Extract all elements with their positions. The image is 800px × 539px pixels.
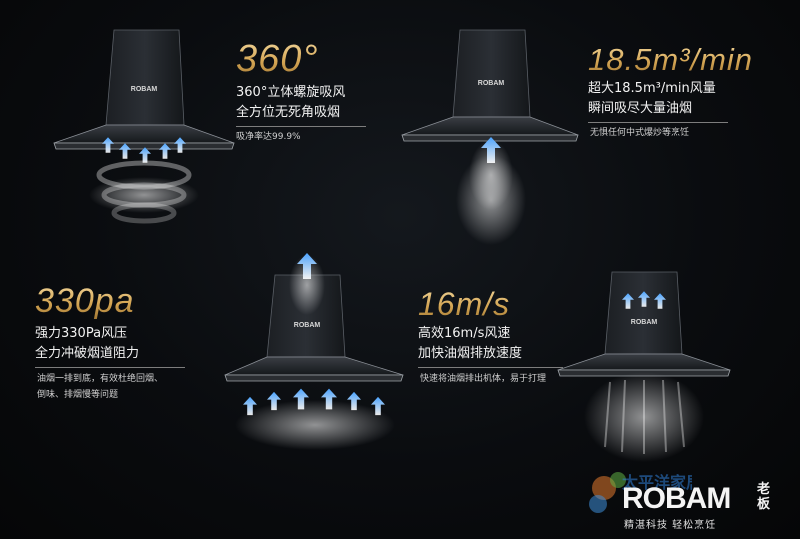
- brand-slogan: 精湛科技 轻松烹饪: [624, 520, 717, 531]
- feature-line-1-pressure: 强力330Pa风压: [35, 326, 128, 341]
- headline-airflow: 18.5m³/min: [588, 42, 754, 77]
- watermark-logo: 太平洋家居网: [589, 472, 692, 513]
- hood-logo-text: ROBAM: [631, 319, 658, 326]
- hood-logo-text: ROBAM: [131, 86, 158, 93]
- divider-airflow: [588, 122, 728, 123]
- divider-pressure: [35, 367, 185, 368]
- note-pressure-line-2: 倒味、排烟慢等问题: [37, 390, 119, 400]
- watermark-text: 太平洋家居网: [621, 473, 692, 492]
- brand-logo: ROBAM: [622, 482, 731, 515]
- feature-line-2-speed: 加快油烟排放速度: [418, 346, 523, 361]
- hood-logo-text: ROBAM: [294, 322, 321, 329]
- headline-speed: 16m/s: [418, 286, 511, 322]
- range-hood-airflow-illustration: ROBAM: [401, 29, 579, 245]
- note-airflow: 无惧任何中式爆炒等烹饪: [590, 128, 690, 138]
- range-hood-pressure-illustration: ROBAM: [224, 253, 404, 450]
- headline-360: 360°: [236, 38, 319, 80]
- note-pressure-line-1: 油烟一排到底，有效杜绝回烟、: [37, 374, 164, 384]
- feature-line-1-speed: 高效16m/s风速: [418, 326, 511, 341]
- headline-pressure: 330pa: [35, 282, 135, 320]
- note-360: 吸净率达99.9%: [236, 132, 301, 142]
- range-hood-speed-illustration: ROBAM: [557, 271, 731, 462]
- brand-chinese-name: 老板: [757, 482, 771, 512]
- divider-360: [236, 126, 366, 127]
- note-speed: 快速将油烟排出机体，易于打理: [420, 374, 547, 384]
- feature-line-2-360: 全方位无死角吸烟: [236, 105, 341, 120]
- range-hood-360-illustration: ROBAM: [53, 29, 235, 224]
- hood-logo-text: ROBAM: [478, 80, 505, 87]
- divider-speed: [418, 367, 563, 368]
- feature-line-2-pressure: 全力冲破烟道阻力: [35, 346, 140, 361]
- feature-line-1-airflow: 超大18.5m³/min风量: [588, 81, 716, 96]
- feature-line-1-360: 360°立体螺旋吸风: [236, 85, 346, 100]
- feature-line-2-airflow: 瞬间吸尽大量油烟: [588, 101, 693, 116]
